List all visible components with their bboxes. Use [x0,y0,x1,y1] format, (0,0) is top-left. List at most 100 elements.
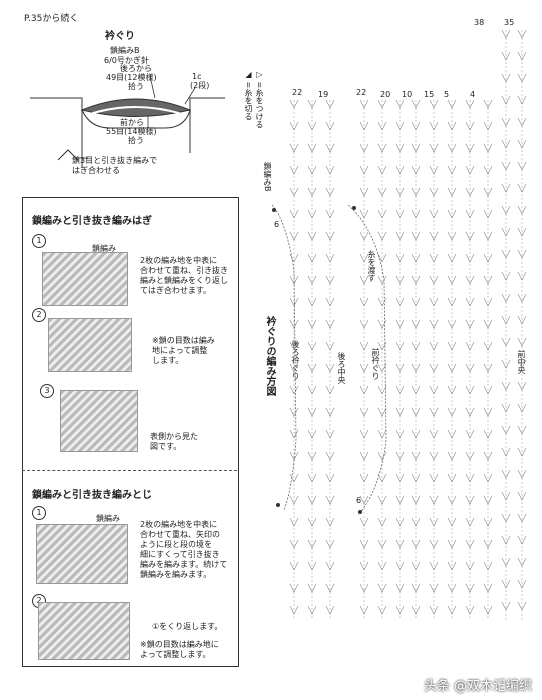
chart-stitch [325,297,335,307]
chart-stitch [517,117,527,127]
step3-text: 表側から見た図です。 [150,432,198,451]
chart-stitch [272,208,276,212]
front-center-label: 前中央 [517,350,526,374]
chart-stitch [411,561,421,571]
chart-stitch [465,165,475,175]
chart-stitch [411,407,421,417]
chart-stitch [517,469,527,479]
chart-stitch [429,473,439,483]
chart-stitch [465,363,475,373]
chart-stitch [289,231,299,241]
chart-stitch [429,121,439,131]
chart-stitch [325,143,335,153]
chart-stitch [325,165,335,175]
chart-stitch [483,561,493,571]
chart-stitch [501,425,511,435]
chart-stitch [411,121,421,131]
chart-stitch [325,363,335,373]
chart-stitch [447,605,457,615]
chart-stitch [325,385,335,395]
chart-stitch [411,165,421,175]
chart-stitch [465,297,475,307]
chart-stitch [395,561,405,571]
collar-title: 衿ぐり [105,31,135,42]
chart-stitch [377,231,387,241]
chart-stitch [429,99,439,109]
chart-stitch [395,583,405,593]
chart-stitch [359,473,369,483]
chart-stitch [483,143,493,153]
collar-front-label: 前から [120,118,144,127]
chart-stitch [501,535,511,545]
chart-stitch [501,271,511,281]
step2-text: ※鎖の目数は編み地によって調整します。 [152,336,215,365]
chart-stitch [307,561,317,571]
chart-stitch [465,407,475,417]
chart-stitch [501,249,511,259]
step-number: 2 [32,308,46,322]
chart-stitch [289,517,299,527]
chart-stitch [483,253,493,263]
chart-stitch [289,385,299,395]
chart-stitch [289,495,299,505]
row-number: 22 [292,88,303,97]
chart-stitch [447,451,457,461]
chart-stitch [429,143,439,153]
collar-rows: 1c [192,72,202,81]
chart-stitch [359,385,369,395]
legend-attach: ▷ =糸をつける [255,70,264,129]
chart-stitch [395,539,405,549]
chart-stitch [429,165,439,175]
chart-stitch [289,143,299,153]
chart-stitch [411,143,421,153]
chart-stitch [411,583,421,593]
chart-stitch [501,139,511,149]
chart-stitch [359,429,369,439]
chart-stitch [483,319,493,329]
chart-stitch [395,495,405,505]
chart-stitch [517,29,527,39]
chart-stitch [465,495,475,505]
chart-stitch [517,337,527,347]
chart-stitch [307,143,317,153]
row-number: 6 [356,496,362,505]
chart-stitch [517,95,527,105]
chart-stitch [395,275,405,285]
chart-stitch [395,143,405,153]
chart-stitch [325,187,335,197]
chart-stitch [517,491,527,501]
chart-stitch [429,583,439,593]
chart-stitch [411,209,421,219]
chart-stitch [325,341,335,351]
chart-stitch [517,447,527,457]
chart-stitch [359,231,369,241]
chart-stitch [517,579,527,589]
chart-stitch [411,429,421,439]
chart-stitch [358,510,362,514]
sec2-step2-note: ※鎖の目数は編み地によって調整します。 [140,640,219,659]
chart-stitch [447,187,457,197]
chart-stitch [429,517,439,527]
chart-stitch [307,319,317,329]
chart-stitch [325,319,335,329]
chart-stitch [447,363,457,373]
chart-stitch [289,539,299,549]
chart-stitch [395,429,405,439]
chart-stitch [289,583,299,593]
row-number: 19 [318,90,329,99]
chart-stitch [307,385,317,395]
chart-stitch [483,99,493,109]
section-divider [22,470,237,471]
chart-stitch [465,209,475,219]
chart-stitch [395,253,405,263]
collar-rows-detail: (2段) [190,81,210,90]
chart-stitch [465,231,475,241]
chart-stitch [377,143,387,153]
chart-stitch [289,253,299,263]
chart-stitch [447,165,457,175]
chart-stitch [359,121,369,131]
chart-stitch [395,605,405,615]
chain-label: 鎖編み [92,244,116,253]
chart-stitch [517,425,527,435]
chart-stitch [307,451,317,461]
